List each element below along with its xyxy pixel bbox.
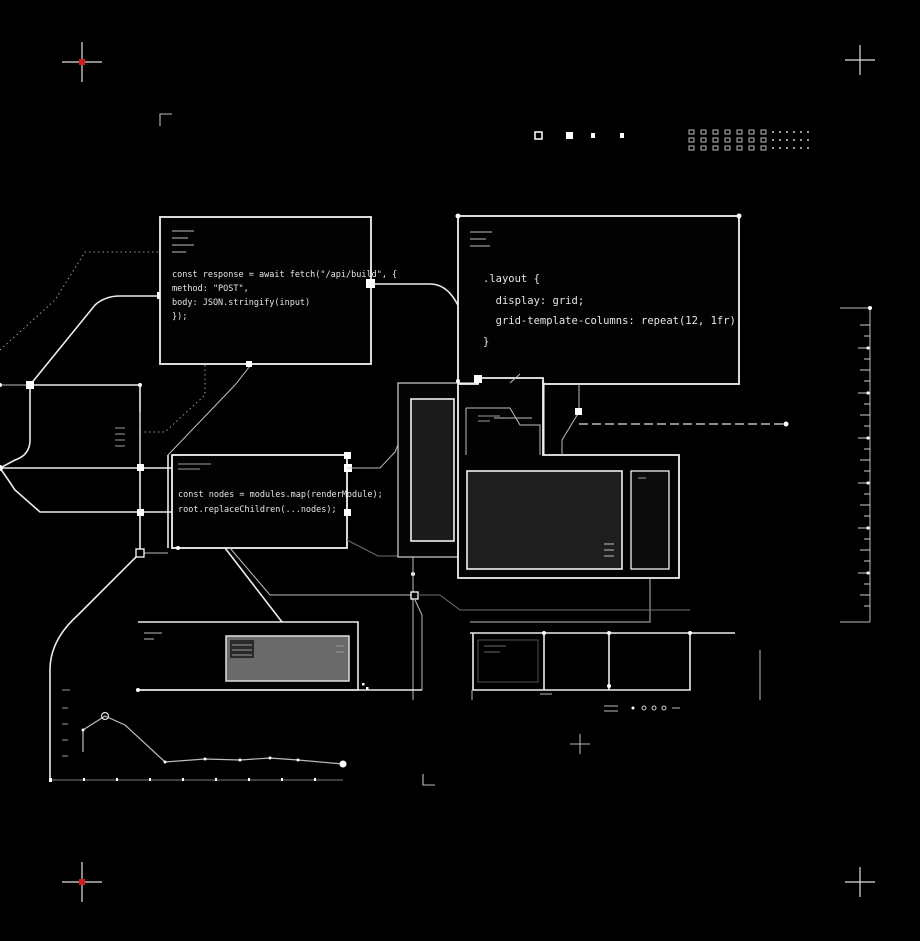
ruler-scale (840, 306, 872, 623)
code-line: root.replaceChildren(...nodes); (178, 505, 337, 515)
code-line: body: JSON.stringify(input) (172, 298, 310, 308)
crosshair-icon (845, 867, 875, 897)
crosshair-icon (570, 734, 590, 754)
connector-line (371, 283, 479, 378)
tab-strip (470, 631, 761, 700)
layout-module (397, 373, 680, 579)
connector-line (347, 439, 401, 469)
connector-line (414, 599, 423, 690)
signal-trace (49, 689, 347, 782)
code-line: } (483, 336, 489, 348)
connector-line (224, 547, 283, 623)
layout-code-panel: .layout { display: grid; grid-template-c… (455, 213, 742, 385)
right-connector (561, 384, 789, 455)
corner-bracket-icon (422, 774, 435, 786)
indicator-dots (772, 131, 809, 149)
crosshair-icon (62, 862, 102, 902)
left-circuit (0, 251, 251, 780)
crosshair-icon (845, 45, 875, 75)
crosshair-icon (62, 42, 102, 82)
code-line: const response = await fetch("/api/build… (172, 270, 397, 280)
indicator-matrix (688, 129, 767, 151)
connector-line (418, 594, 690, 611)
corner-bracket-icon (159, 113, 172, 126)
code-line: }); (172, 312, 187, 322)
render-code-panel: const nodes = modules.map(renderModule);… (171, 452, 383, 550)
indicator-squares (534, 131, 624, 140)
code-line: .layout { (483, 273, 540, 285)
fetch-code-panel: const response = await fetch("/api/build… (159, 216, 397, 367)
connector-line (470, 578, 651, 623)
connector-line (346, 539, 398, 557)
code-line: display: grid; (483, 295, 584, 307)
code-line: method: "POST", (172, 284, 249, 294)
code-line: const nodes = modules.map(renderModule); (178, 490, 383, 500)
status-panel (136, 621, 422, 692)
legend-markers (604, 705, 680, 712)
connector-line (229, 547, 415, 596)
code-line: grid-template-columns: repeat(12, 1fr); (483, 315, 742, 327)
